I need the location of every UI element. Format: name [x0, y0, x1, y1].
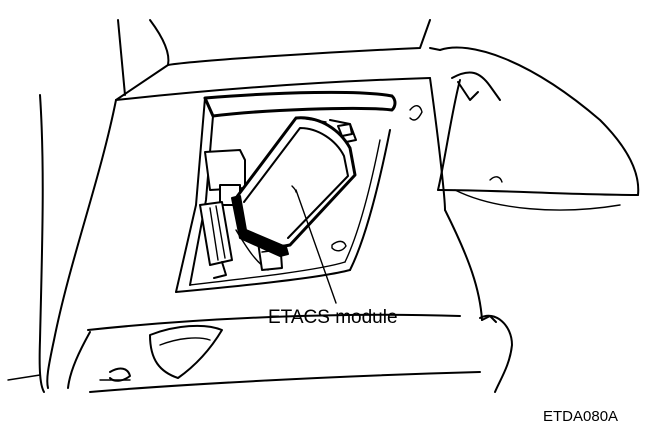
etacs-module-label: ETACS module [268, 307, 398, 328]
wiring-connectors [199, 149, 347, 279]
lower-trim [89, 315, 513, 393]
left-pillar [7, 19, 170, 393]
figure-code: ETDA080A [543, 408, 619, 425]
lower-dash-panel [67, 64, 483, 389]
callout-leader-line [295, 189, 337, 304]
dashboard-top-edge [167, 19, 441, 66]
knee-bolster [437, 46, 640, 211]
panel-opening [175, 90, 423, 293]
etacs-module [231, 116, 357, 257]
